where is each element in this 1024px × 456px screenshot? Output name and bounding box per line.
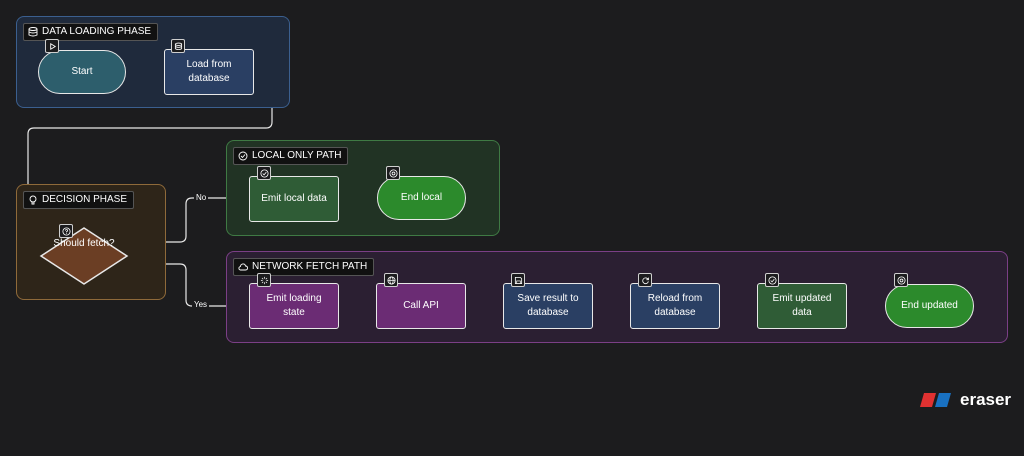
node-emit-loading[interactable]: Emit loading state: [249, 283, 339, 329]
node-should-fetch[interactable]: [39, 226, 129, 286]
stop-circle-icon: [386, 166, 400, 180]
node-save-result[interactable]: Save result to database: [503, 283, 593, 329]
node-load-db[interactable]: Load from database: [164, 49, 254, 95]
node-start[interactable]: Start: [38, 50, 126, 94]
brand-name: eraser: [960, 390, 1012, 409]
edge-label-yes: Yes: [192, 300, 210, 310]
play-icon: [45, 39, 59, 53]
edge-label-no: No: [194, 193, 209, 203]
node-emit-local[interactable]: Emit local data: [249, 176, 339, 222]
group-label-local-only: LOCAL ONLY PATH: [233, 147, 349, 165]
node-emit-updated[interactable]: Emit updated data: [757, 283, 847, 329]
database-icon: [171, 39, 185, 53]
database-icon: [28, 27, 38, 37]
eraser-logo-mark: [920, 393, 951, 407]
node-end-updated[interactable]: End updated: [885, 284, 974, 328]
save-icon: [511, 273, 525, 287]
node-label-should-fetch: Should fetch?: [53, 238, 115, 249]
node-call-api[interactable]: Call API: [376, 283, 466, 329]
refresh-icon: [638, 273, 652, 287]
lightbulb-icon: [29, 195, 37, 205]
group-label-network-fetch: NETWORK FETCH PATH: [233, 258, 375, 276]
stop-circle-icon: [894, 273, 908, 287]
node-end-local[interactable]: End local: [377, 176, 466, 220]
group-label-data-loading: DATA LOADING PHASE: [23, 23, 159, 41]
group-label-decision: DECISION PHASE: [23, 191, 135, 209]
loader-icon: [257, 273, 271, 287]
edge-decision-no: [110, 198, 248, 243]
globe-icon: [384, 273, 398, 287]
group-network-fetch: NETWORK FETCH PATH: [226, 251, 1008, 343]
cloud-icon: [238, 263, 248, 271]
eraser-logo: eraser: [920, 390, 1011, 410]
question-icon: [59, 224, 73, 238]
node-reload-db[interactable]: Reload from database: [630, 283, 720, 329]
edge-decision-yes: [118, 263, 248, 306]
check-circle-icon: [765, 273, 779, 287]
check-circle-icon: [238, 151, 248, 161]
check-circle-icon: [257, 166, 271, 180]
